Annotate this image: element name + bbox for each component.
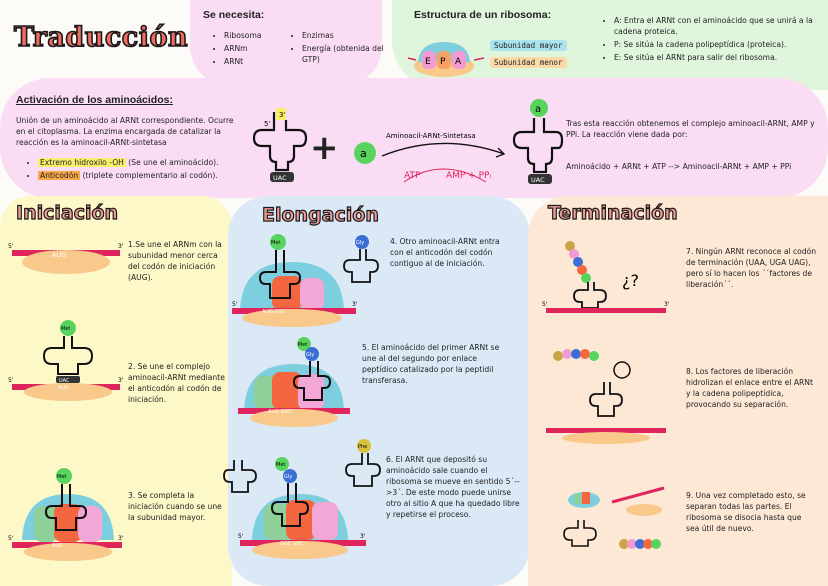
requirements-panel	[190, 0, 382, 86]
three-prime-label: 3'	[118, 535, 124, 542]
three-prime-label: 3'	[118, 377, 124, 384]
codons-label: AUG GGC	[262, 309, 286, 315]
five-prime-label: 5'	[238, 533, 244, 540]
reaction-arrow: Aminoacil-ARNt-Sintetasa ATP AMP + PPᵢ	[381, 132, 506, 183]
site-e-label: E	[425, 57, 431, 67]
activation-heading: Activación de los aminoácidos:	[16, 94, 173, 106]
subunit-major-label: Subunidad mayor	[490, 40, 567, 51]
activation-result: Tras esta reacción obtenemos el complejo…	[566, 119, 815, 139]
elongacion-step-6: 6. El ARNt que depositó su aminoácido sa…	[386, 455, 520, 519]
three-prime-label: 3'	[664, 301, 670, 308]
anticodon-label: UAC	[59, 378, 70, 384]
requirement-item: Energía (obtenida del GTP)	[302, 43, 392, 65]
five-prime-label: 5'	[8, 377, 14, 384]
elongacion-title: Elongación	[261, 203, 379, 226]
start-codon: AUG	[52, 543, 63, 549]
terminacion-step-8: 8. Los factores de liberación hidrolizan…	[686, 367, 813, 409]
five-prime-label: 5'	[264, 120, 270, 128]
products-label: AMP + PPᵢ	[446, 171, 491, 181]
terminacion-step-9: 9. Una vez completado esto, se separan t…	[686, 491, 806, 533]
met-label: Met	[57, 474, 66, 480]
iniciacion-step1-diagram: AUG 5' 3'	[8, 243, 124, 274]
activation-bullets: Extremo hidroxilo -OH (Se une el aminoác…	[26, 157, 258, 183]
start-codon: AUG	[52, 251, 66, 259]
site-description: P: Se sitúa la cadena polipeptídica (pro…	[614, 39, 826, 50]
iniciacion-step2-diagram: Met UAC AUG 5' 3'	[8, 320, 124, 401]
terminacion-step-7: 7. Ningún ARNt reconoce al codón de term…	[686, 247, 817, 289]
activation-intro: Unión de un aminoácido al ARNt correspon…	[16, 116, 234, 147]
question-mark: ¿?	[622, 271, 639, 290]
requirement-item: ARNt	[224, 56, 294, 67]
amino-acid-label: a	[360, 147, 367, 160]
gly-label: Gly	[356, 240, 364, 246]
five-prime-label: 5'	[232, 301, 238, 308]
five-prime-label: 5'	[8, 243, 14, 250]
trna-illustration: UAC 5' 3'	[252, 108, 308, 182]
requirements-list-1: Ribosoma ARNm ARNt	[212, 30, 294, 69]
anticodon-text: (triplete complementario al codón).	[80, 171, 218, 180]
enzyme-label: Aminoacil-ARNt-Sintetasa	[386, 132, 476, 140]
codons-label: GGC UUC	[280, 541, 304, 547]
three-prime-label: 3'	[352, 301, 358, 308]
site-description: E: Se sitúa el ARNt para salir del ribos…	[614, 52, 826, 63]
requirement-item: Enzimas	[302, 30, 392, 41]
iniciacion-step-1: 1.Se une el ARNm con la subunidad menor …	[128, 240, 222, 282]
iniciacion-step-3: 3. Se completa la iniciación cuando se u…	[128, 491, 222, 522]
requirements-list-2: Enzimas Energía (obtenida del GTP)	[290, 30, 392, 67]
three-prime-label: 3'	[360, 533, 366, 540]
iniciacion-step3-diagram: Met AUG 5' 3'	[8, 468, 124, 561]
ribosome-structure-panel	[392, 0, 828, 90]
terminacion-step9-diagram	[563, 486, 665, 549]
activation-panel	[0, 78, 828, 198]
atp-label: ATP	[404, 171, 421, 181]
terminacion-step7-diagram: ¿? 5' 3'	[542, 241, 670, 313]
activation-bullet: Extremo hidroxilo -OH (Se une el aminoác…	[38, 157, 258, 168]
phe-label: Phe	[358, 444, 367, 450]
requirements-heading: Se necesita:	[203, 9, 265, 21]
iniciacion-title: Iniciación	[15, 201, 119, 224]
hydroxyl-text: (Se une el aminoácido).	[125, 158, 219, 167]
ribosome-sites-list: A: Entra el ARNt con el aminoácido que s…	[602, 15, 826, 65]
start-codon: AUG	[58, 385, 69, 391]
codons-label: AUG GGC	[268, 409, 292, 415]
five-prime-label: 5'	[542, 301, 548, 308]
activation-bullet: Anticodón (triplete complementario al co…	[38, 170, 258, 181]
subunit-minor-label: Subunidad menor	[490, 57, 567, 68]
three-prime-label: 3'	[279, 111, 285, 119]
anticodon-label: UAC	[273, 174, 287, 182]
ribosome-structure-heading: Estructura de un ribosoma:	[414, 9, 552, 21]
met-label: Met	[271, 240, 280, 246]
elongacion-step4-diagram: Met Gly AUG GGC 5' 3'	[232, 234, 379, 327]
site-a-label: A	[455, 57, 462, 67]
five-prime-label: 5'	[8, 535, 14, 542]
page-title: Traducción	[13, 21, 189, 54]
site-p-label: P	[440, 57, 446, 67]
elongacion-step6-diagram: Met Gly Phe GGC UUC 5' 3'	[223, 439, 381, 559]
aminoacyl-trna-illustration: a UAC	[512, 99, 564, 184]
elongacion-step5-diagram: Met Gly AUG GGC	[238, 337, 350, 427]
hydroxyl-highlight: Extremo hidroxilo -OH	[38, 158, 126, 167]
three-prime-label: 3'	[118, 243, 124, 250]
met-label: Met	[298, 342, 307, 348]
ribosome-structure-illustration: E P A	[407, 42, 485, 77]
amino-acid-circle: a	[354, 142, 376, 164]
plus-sign: +	[310, 128, 339, 168]
met-label: Met	[61, 326, 70, 332]
terminacion-title: Terminación	[547, 201, 678, 224]
activation-equation: Aminoácido + ARNt + ATP --> Aminoacil-AR…	[566, 162, 792, 171]
gly-label: Gly	[306, 352, 314, 358]
anticodon-label: UAC	[531, 176, 545, 184]
gly-label: Gly	[284, 474, 292, 480]
met-label: Met	[276, 462, 285, 468]
requirement-item: Ribosoma	[224, 30, 294, 41]
amino-acid-label: a	[535, 104, 541, 115]
site-description: A: Entra el ARNt con el aminoácido que s…	[614, 15, 826, 37]
requirement-item: ARNm	[224, 43, 294, 54]
anticodon-highlight: Anticodón	[38, 171, 81, 180]
iniciacion-step-2: 2. Se une el complejo aminoacil-ARNt med…	[128, 362, 225, 404]
elongacion-step-4: 4. Otro aminoacil-ARNt entra con el anti…	[390, 237, 500, 268]
elongacion-step-5: 5. El aminoácido del primer ARNt se une …	[362, 343, 500, 385]
terminacion-step8-diagram	[546, 349, 666, 444]
